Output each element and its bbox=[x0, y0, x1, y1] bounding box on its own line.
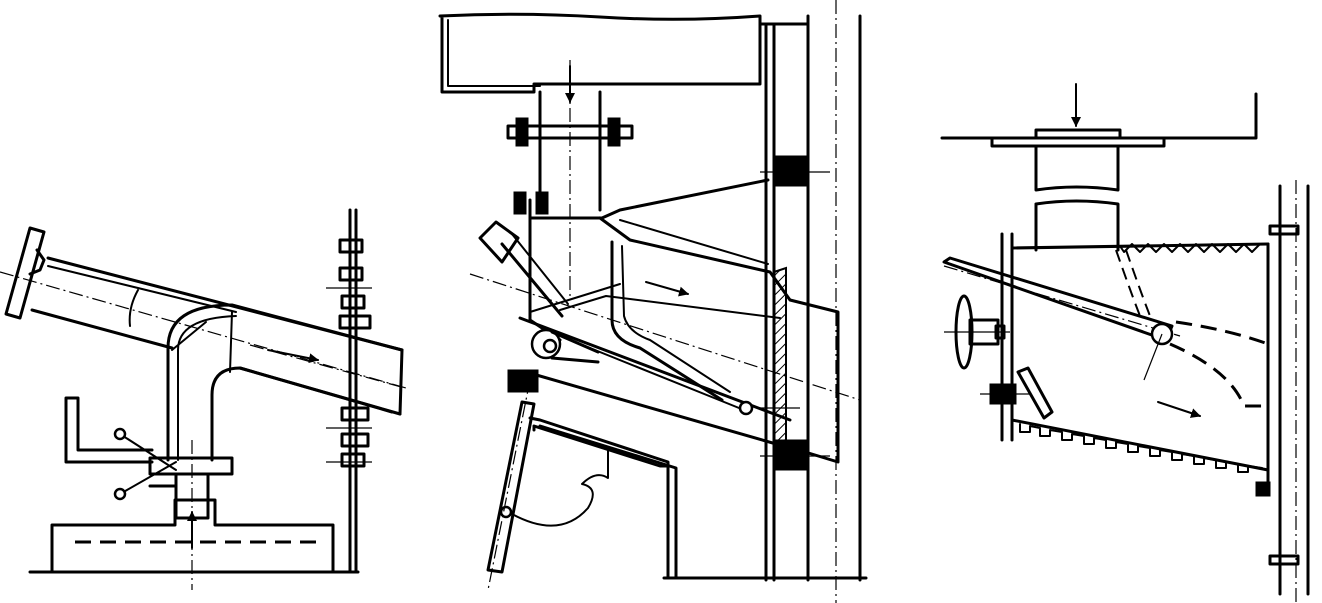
left-panel bbox=[0, 208, 407, 590]
feed-pipe-right-lower bbox=[1034, 199, 1120, 252]
guide-chute-2 bbox=[621, 245, 731, 393]
foundation-outline bbox=[532, 424, 670, 468]
hook-curve bbox=[511, 447, 609, 527]
outlet-pipe-lower bbox=[238, 366, 402, 416]
hopper-diag-inner bbox=[559, 295, 781, 319]
lever-knob-upper bbox=[113, 427, 127, 441]
dashed-curve-2 bbox=[1115, 249, 1141, 317]
gate-centerline bbox=[943, 265, 1181, 337]
lever-knob-lower bbox=[113, 487, 127, 501]
inlet-flange-left bbox=[4, 226, 46, 320]
feed-flange bbox=[506, 124, 634, 140]
beam-inner bbox=[447, 19, 541, 87]
serrated-top bbox=[1119, 243, 1261, 253]
lever-upper bbox=[119, 433, 177, 471]
top-beam bbox=[438, 12, 762, 94]
column-bolt-2 bbox=[775, 439, 807, 471]
bolt-upper-left bbox=[513, 191, 527, 215]
bottom-plate-inner bbox=[579, 343, 745, 411]
incline-centerline-middle bbox=[469, 273, 861, 401]
elbow-outer bbox=[166, 303, 404, 462]
lower-latch bbox=[1016, 366, 1054, 420]
hinge-link-2 bbox=[550, 356, 600, 364]
elbow-joint-2 bbox=[229, 311, 233, 373]
middle-panel bbox=[438, 0, 868, 603]
hopper-top bbox=[528, 178, 770, 220]
swing-path-lower bbox=[1169, 342, 1268, 408]
bolt-lower-left bbox=[507, 369, 539, 393]
hinge-link bbox=[550, 330, 600, 354]
hopper-diag bbox=[598, 216, 840, 464]
wall-bracket-top bbox=[1268, 224, 1300, 236]
flange-top-right bbox=[1034, 128, 1122, 140]
incline-centerline-left bbox=[0, 271, 407, 389]
gate-plate-right bbox=[942, 256, 1174, 342]
swing-path-upper bbox=[1175, 320, 1269, 346]
hopper-left-wall bbox=[528, 198, 562, 342]
counterweight-arm-2 bbox=[511, 233, 569, 305]
hopper-mid-line bbox=[529, 283, 621, 313]
flange-bolt-l bbox=[515, 117, 529, 147]
lower-arm bbox=[486, 400, 536, 574]
pivot-right bbox=[738, 400, 754, 416]
side-handle-left bbox=[64, 396, 154, 464]
housing-top bbox=[1010, 242, 1270, 250]
counterweight-arm bbox=[500, 242, 564, 318]
right-panel bbox=[940, 83, 1310, 603]
incline-pipe-top-inner bbox=[47, 265, 237, 313]
pipe-break-mark bbox=[128, 289, 139, 327]
lever-lower bbox=[119, 461, 177, 495]
valve-collar bbox=[174, 472, 210, 520]
flow-arrow-middle bbox=[645, 281, 689, 297]
bolt-upper-left-2 bbox=[535, 191, 549, 215]
wall-bracket-bottom bbox=[1268, 554, 1300, 566]
flow-arrow-left bbox=[267, 349, 319, 364]
dashed-curve bbox=[1125, 249, 1151, 317]
base-tank bbox=[50, 498, 335, 574]
hinge-pin-inner bbox=[542, 338, 558, 354]
elbow-joint-1 bbox=[171, 321, 207, 351]
mount-bolt bbox=[1255, 481, 1271, 497]
lower-arm-centerline bbox=[487, 379, 531, 591]
feed-pipe-right bbox=[1034, 144, 1120, 192]
flange-notch bbox=[28, 248, 46, 276]
flange-bolt-r bbox=[607, 117, 621, 147]
flow-arrow-right bbox=[1157, 401, 1201, 418]
column-bolt-1 bbox=[775, 155, 807, 187]
outlet-centerline bbox=[249, 344, 406, 389]
counterweight bbox=[478, 220, 520, 264]
incline-pipe-bottom bbox=[30, 308, 174, 350]
serrated-bottom bbox=[1019, 423, 1263, 473]
bottom-plate-bottom bbox=[524, 370, 792, 450]
hopper-brace bbox=[619, 219, 769, 265]
outlet-pipe-end bbox=[398, 348, 404, 416]
elbow-liner bbox=[177, 315, 237, 461]
wall-bolts-left bbox=[326, 238, 372, 468]
foundation-block bbox=[528, 416, 678, 580]
